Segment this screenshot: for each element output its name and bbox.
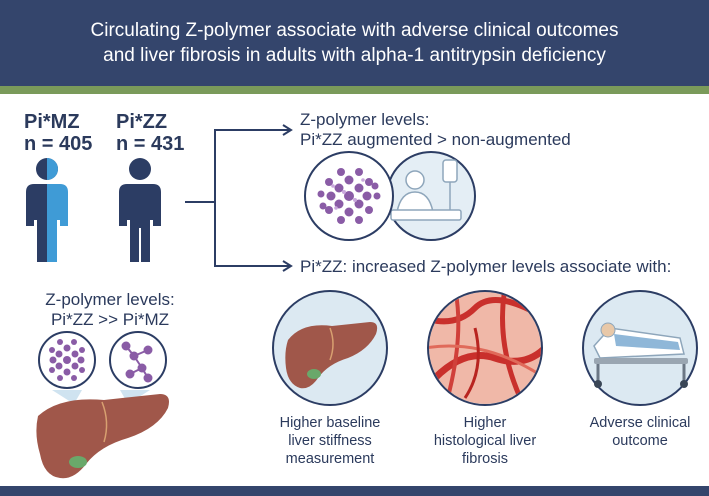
iv-bag-icon: [442, 159, 458, 183]
page-title: Circulating Z-polymer associate with adv…: [0, 18, 709, 68]
blanket-icon: [614, 334, 680, 350]
patient-circle: [386, 151, 476, 241]
mz-polymer-circle: [109, 331, 167, 389]
liver-icon: [36, 394, 170, 479]
finding-2-text: Pi*ZZ: increased Z-polymer levels associ…: [300, 257, 672, 276]
genotype-zz-label: Pi*ZZ: [116, 111, 168, 133]
left-finding-line-1: Z-polymer levels:: [45, 290, 175, 309]
population-mz: Pi*MZ n = 405: [24, 111, 92, 155]
left-finding-line-2: Pi*ZZ >> Pi*MZ: [50, 310, 170, 329]
person-zz-icon: [119, 158, 161, 262]
person-mz-icon: [26, 158, 68, 262]
genotype-mz-label: Pi*MZ: [24, 111, 80, 133]
mz-polymer-icon: [121, 341, 153, 383]
polymer-cluster-highlights: [331, 178, 365, 210]
liver-stiffness-illustration: [272, 290, 388, 406]
outcome-2-line-1: Higher: [463, 415, 507, 431]
finding-1-line-2: Pi*ZZ augmented > non-augmented: [300, 130, 571, 149]
outcome-liver-stiffness: Higher baseline liver stiffness measurem…: [260, 414, 400, 468]
outcome-2-line-2: histological liver: [433, 433, 537, 449]
title-line-1: Circulating Z-polymer associate with adv…: [90, 20, 619, 41]
count-mz-label: n = 405: [24, 133, 93, 155]
footer-bar: [0, 486, 709, 496]
outcome-1-line-3: measurement: [285, 451, 375, 467]
zz-polymer-icon: [49, 339, 85, 381]
outcome-1-line-1: Higher baseline: [279, 415, 381, 431]
outcome-3-line-1: Adverse clinical: [589, 415, 691, 431]
polymer-patient-illustration: [304, 151, 476, 241]
finding-2: Pi*ZZ: increased Z-polymer levels associ…: [300, 257, 671, 277]
hospital-bed-illustration: [582, 290, 698, 406]
outcome-1-line-2: liver stiffness: [288, 433, 372, 449]
arrow-head-top-icon: [282, 124, 293, 136]
outcome-fibrosis: Higher histological liver fibrosis: [415, 414, 555, 468]
count-zz-label: n = 431: [116, 133, 185, 155]
patient-head-icon: [405, 170, 425, 190]
title-line-2: and liver fibrosis in adults with alpha-…: [103, 45, 606, 66]
outcome-2-line-3: fibrosis: [462, 451, 508, 467]
fibrosis-histology-illustration: [427, 290, 543, 406]
outcome-3-line-2: outcome: [612, 433, 668, 449]
left-finding: Z-polymer levels: Pi*ZZ >> Pi*MZ: [30, 290, 190, 330]
arrow-head-bottom-icon: [282, 260, 293, 272]
finding-1: Z-polymer levels: Pi*ZZ augmented > non-…: [300, 110, 571, 150]
population-zz: Pi*ZZ n = 431: [116, 111, 184, 155]
header-stripe: [0, 86, 709, 94]
outcome-clinical: Adverse clinical outcome: [570, 414, 709, 450]
header-banner: [0, 0, 709, 86]
finding-1-line-1: Z-polymer levels:: [300, 110, 430, 129]
patient-head-icon: [600, 322, 616, 338]
branch-connector: [185, 124, 293, 272]
polymer-liver-illustration: [36, 331, 170, 479]
polymer-cluster-icon: [317, 168, 381, 224]
